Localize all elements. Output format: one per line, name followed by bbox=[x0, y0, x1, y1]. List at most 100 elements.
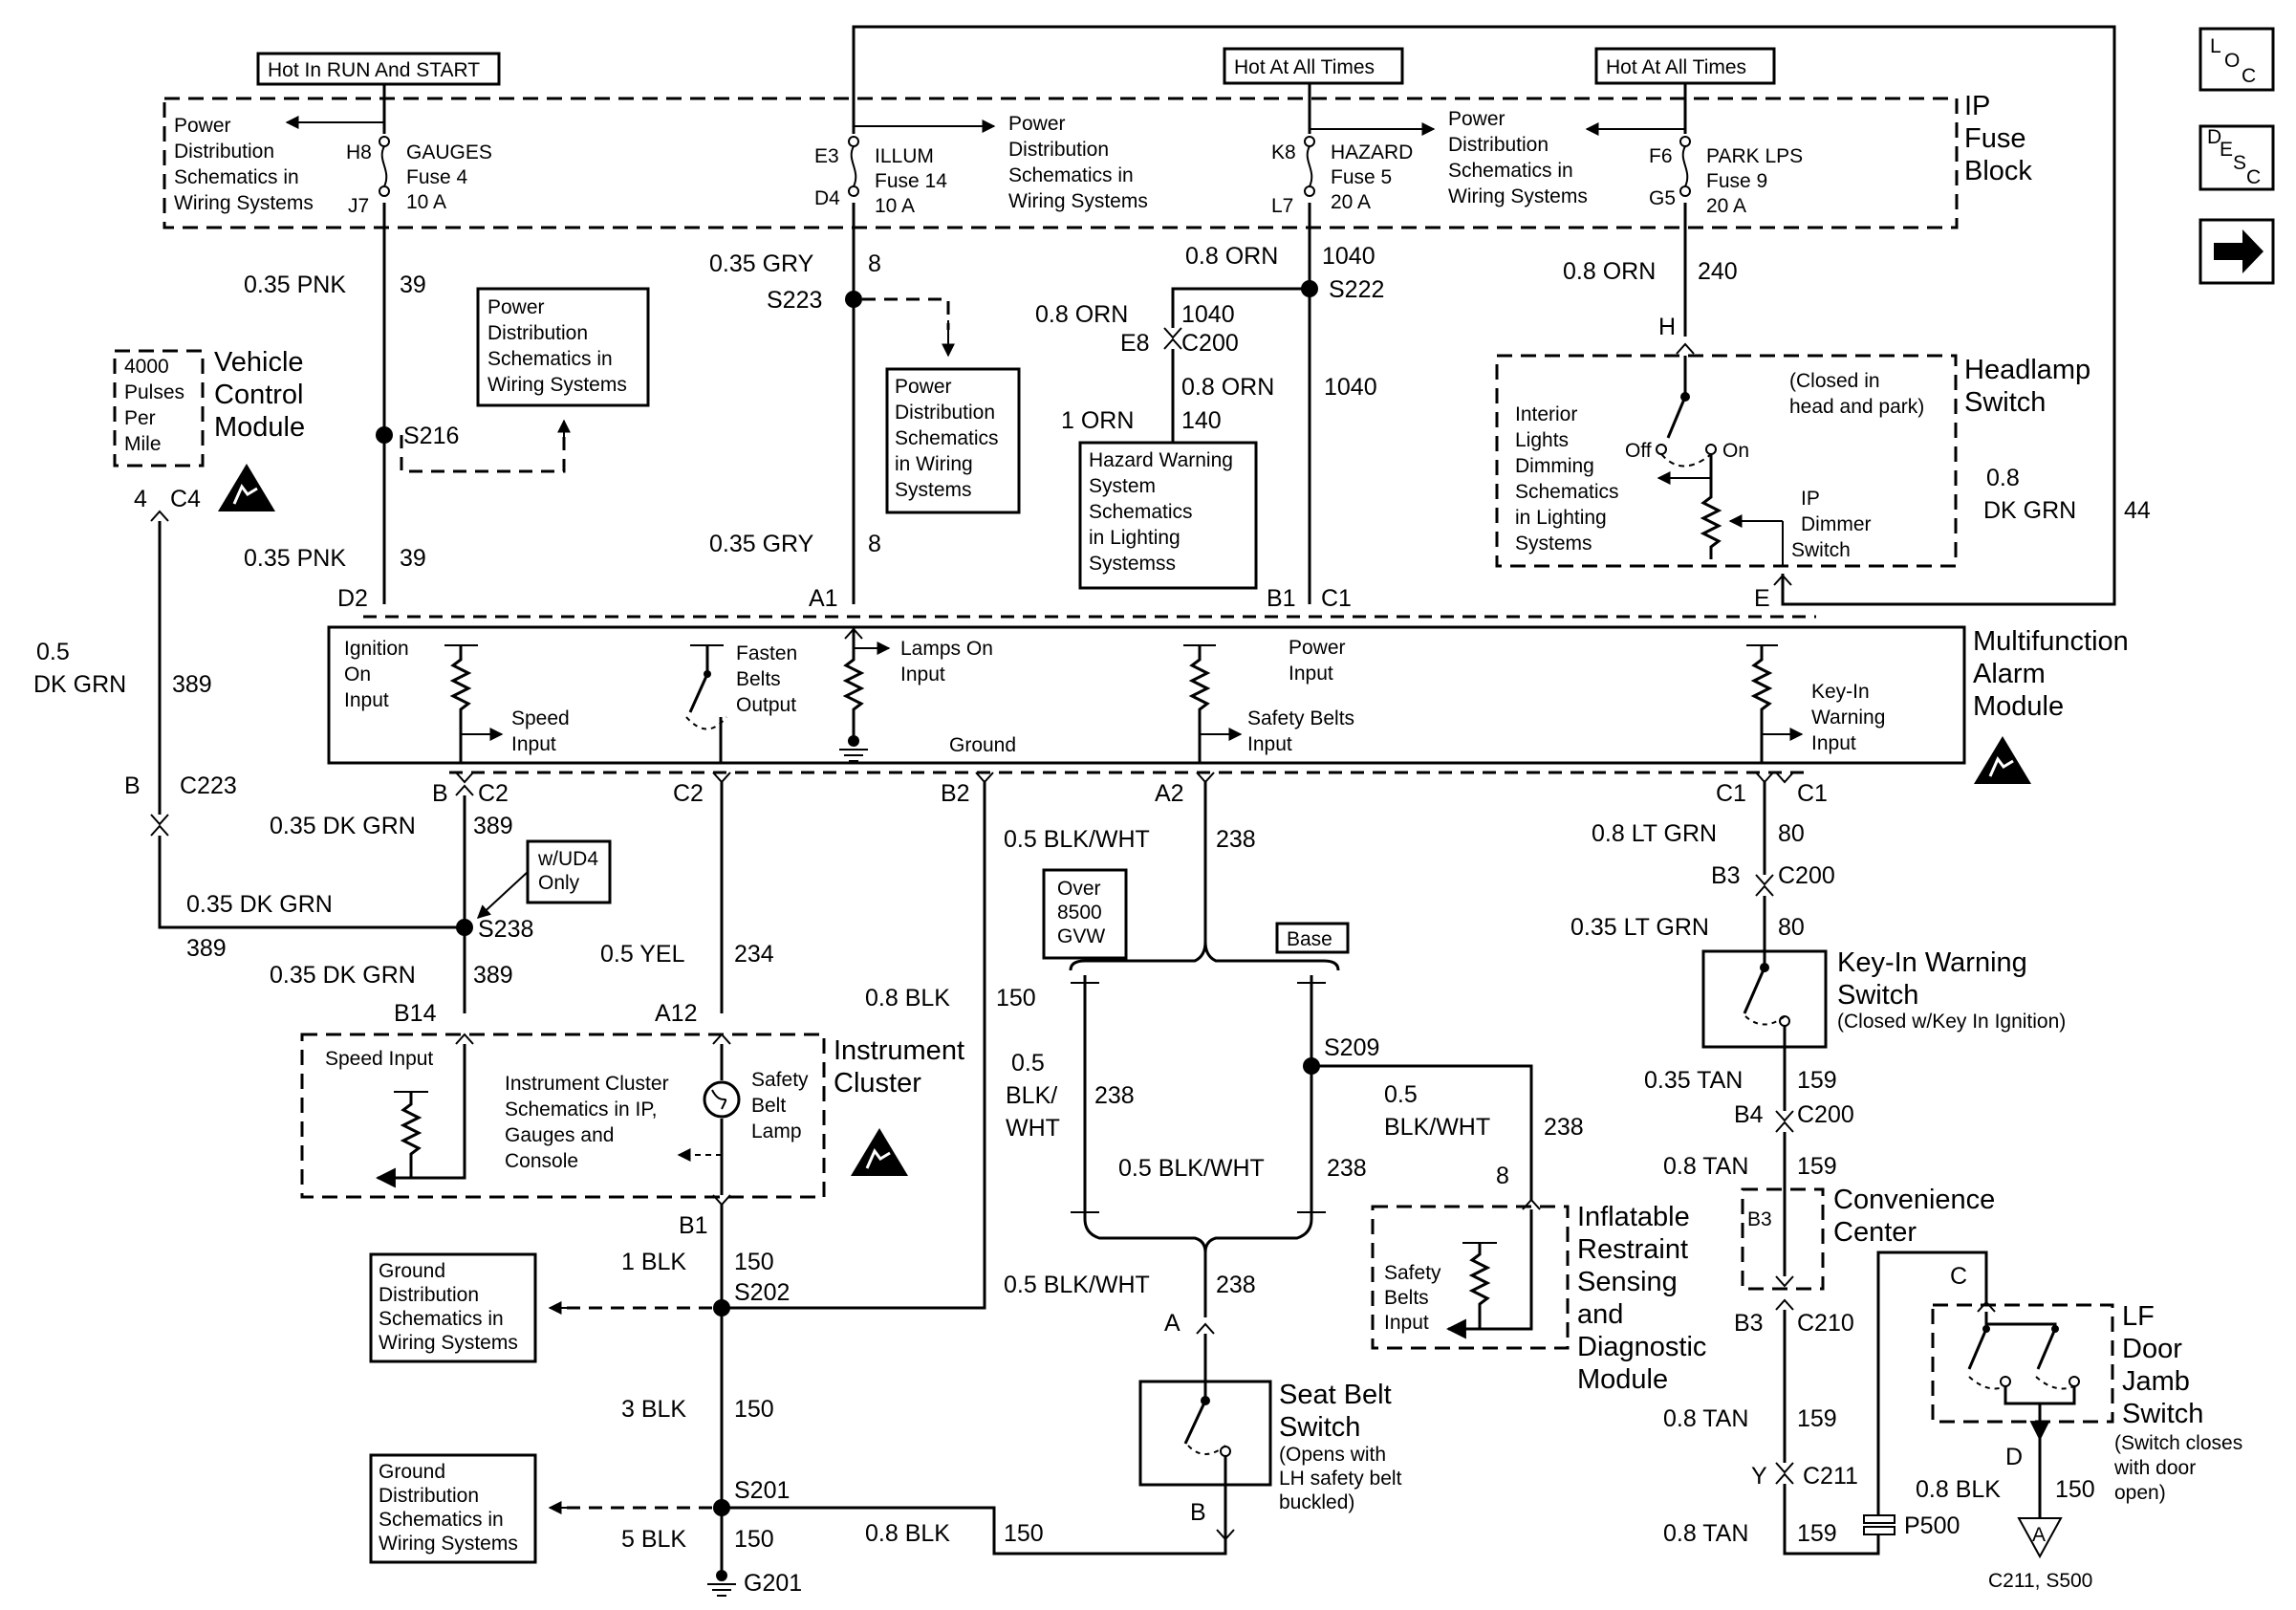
connector-c200-top: C200 bbox=[1181, 330, 1239, 357]
svg-text:S: S bbox=[2233, 152, 2246, 174]
wire-140-size: 1 ORN bbox=[1061, 407, 1134, 434]
connector-c211-symbol bbox=[1775, 1462, 1794, 1474]
speed-input-label: Speed Input bbox=[511, 707, 570, 755]
pd-ref-box-s223-text: Power Distribution Schematics in Wiring … bbox=[895, 376, 999, 501]
svg-text:Module: Module bbox=[1577, 1364, 1668, 1395]
convenience-center-arrow bbox=[1775, 1275, 1794, 1288]
svg-text:GVW: GVW bbox=[1057, 925, 1105, 947]
vcm-pulses-label: 4000 Pulses Per Mile bbox=[124, 356, 184, 455]
svg-text:and: and bbox=[1577, 1299, 1623, 1330]
connector-c200-top-symbol bbox=[1163, 327, 1182, 339]
wire-8-ckt-bottom: 8 bbox=[868, 531, 881, 557]
splice-s238 bbox=[456, 919, 473, 936]
svg-text:0.5: 0.5 bbox=[36, 639, 70, 665]
svg-text:LH safety belt: LH safety belt bbox=[1279, 1468, 1402, 1490]
fuse-park-labels: F6 G5 PARK LPS Fuse 9 20 A bbox=[1649, 145, 1803, 217]
option-bracket-right-top bbox=[1203, 941, 1340, 971]
hot-run-start-box bbox=[256, 52, 501, 86]
splice-s201-label: S201 bbox=[734, 1477, 790, 1504]
svg-text:E: E bbox=[2220, 139, 2233, 161]
hot-run-start-label: Hot In RUN And START bbox=[268, 59, 480, 81]
convenience-center-outline bbox=[1741, 1187, 1825, 1291]
svg-text:Belts: Belts bbox=[736, 668, 781, 690]
ip-dimmer-label: IP Dimmer Switch bbox=[1791, 488, 1872, 561]
wire-1040-size-lower: 0.8 ORN bbox=[1181, 374, 1274, 401]
connector-c200-b4-symbol bbox=[1775, 1110, 1794, 1122]
svg-text:Seat Belt: Seat Belt bbox=[1279, 1380, 1392, 1410]
wire-238-size-sb: 0.5 BLK/WHT bbox=[1004, 1272, 1150, 1298]
svg-text:Restraint: Restraint bbox=[1577, 1234, 1688, 1265]
seat-belt-switch-label: Seat Belt Switch bbox=[1279, 1380, 1392, 1443]
splice-s238-label: S238 bbox=[478, 916, 533, 943]
connector-8: 8 bbox=[1496, 1163, 1509, 1189]
wire-80-size-b: 0.35 LT GRN bbox=[1570, 914, 1709, 941]
svg-text:Switch: Switch bbox=[1837, 980, 1918, 1011]
lf-door-jamb-switch-note: (Switch closes with door open) bbox=[2113, 1432, 2242, 1504]
svg-text:10 A: 10 A bbox=[875, 195, 915, 217]
instrument-cluster-label: Instrument Cluster bbox=[834, 1035, 964, 1099]
power-input-label: Power Input bbox=[1289, 637, 1346, 685]
splice-s223 bbox=[845, 291, 862, 308]
connector-b3: B3 bbox=[1711, 862, 1741, 889]
key-in-warning-switch-label: Key-In Warning Switch bbox=[1837, 947, 2027, 1011]
wire-389-ckt-s238: 389 bbox=[186, 935, 227, 962]
svg-text:Power: Power bbox=[487, 296, 545, 318]
connector-c210-symbol bbox=[1775, 1298, 1794, 1311]
svg-text:4000: 4000 bbox=[124, 356, 169, 378]
connector-b3-c210: B3 bbox=[1734, 1310, 1764, 1337]
svg-text:Fasten: Fasten bbox=[736, 642, 797, 664]
loc-button[interactable]: L O C bbox=[2199, 27, 2275, 92]
svg-text:44: 44 bbox=[2124, 497, 2151, 524]
svg-text:Fuse: Fuse bbox=[1964, 123, 2025, 154]
svg-text:Warning: Warning bbox=[1811, 707, 1885, 729]
svg-text:Schematics in: Schematics in bbox=[174, 166, 299, 188]
fuse-gauges bbox=[379, 136, 390, 197]
svg-text:w/UD4: w/UD4 bbox=[537, 848, 598, 870]
connector-b14: B14 bbox=[394, 1000, 437, 1027]
interior-lights-ref-text: Interior Lights Dimming Schematics in Li… bbox=[1515, 403, 1619, 555]
svg-text:BLK/WHT: BLK/WHT bbox=[1384, 1114, 1490, 1141]
ground-g201-label: G201 bbox=[744, 1570, 802, 1597]
svg-text:Convenience: Convenience bbox=[1833, 1185, 1995, 1215]
cluster-speed-path bbox=[375, 1044, 466, 1188]
svg-text:Gauges and: Gauges and bbox=[505, 1124, 614, 1146]
next-button[interactable] bbox=[2199, 218, 2275, 285]
lamps-on-input-label: Lamps On Input bbox=[900, 638, 993, 685]
svg-text:Center: Center bbox=[1833, 1217, 1917, 1248]
svg-text:Headlamp: Headlamp bbox=[1964, 355, 2090, 385]
safety-belts-input-label: Safety Belts Input bbox=[1247, 707, 1354, 755]
svg-text:DK GRN: DK GRN bbox=[1983, 497, 2076, 524]
hot-all-times-box-1 bbox=[1223, 47, 1404, 85]
svg-text:Wiring Systems: Wiring Systems bbox=[379, 1533, 518, 1555]
connector-c223-symbol-b bbox=[150, 824, 169, 837]
connector-a12-symbol bbox=[712, 1033, 731, 1045]
connector-4: 4 bbox=[134, 486, 147, 512]
desc-button[interactable]: D E S C bbox=[2199, 124, 2275, 191]
wire-159-ckt-b: 159 bbox=[1797, 1153, 1837, 1180]
wire-389-vcm-labels: 0.5 DK GRN 389 bbox=[33, 639, 212, 698]
svg-text:in Lighting: in Lighting bbox=[1515, 507, 1607, 529]
wire-238-left-labels: 0.5 BLK/ WHT 238 bbox=[1006, 1050, 1135, 1142]
seat-belt-switch-note: (Opens with LH safety belt buckled) bbox=[1279, 1444, 1402, 1513]
connector-a2: A2 bbox=[1155, 780, 1184, 807]
connector-h-symbol bbox=[1676, 342, 1695, 355]
safety-belts-input-resistor bbox=[1188, 645, 1211, 763]
connector-h: H bbox=[1658, 314, 1676, 340]
door-switch-contact-2 bbox=[2069, 1376, 2080, 1387]
svg-text:Over: Over bbox=[1057, 878, 1101, 900]
svg-text:Safety: Safety bbox=[1384, 1262, 1441, 1284]
svg-text:Fuse 14: Fuse 14 bbox=[875, 170, 947, 192]
connector-b-c223: B bbox=[124, 772, 141, 799]
connector-c4: C4 bbox=[170, 486, 201, 512]
svg-text:Inflatable: Inflatable bbox=[1577, 1202, 1690, 1232]
svg-text:20 A: 20 A bbox=[1331, 191, 1371, 213]
svg-text:G5: G5 bbox=[1649, 187, 1676, 209]
wire-8-size-bottom: 0.35 GRY bbox=[709, 531, 814, 557]
svg-text:buckled): buckled) bbox=[1279, 1491, 1354, 1513]
connector-e-symbol bbox=[1773, 574, 1792, 586]
svg-text:Schematics in IP,: Schematics in IP, bbox=[505, 1099, 658, 1120]
connector-c2-a: C2 bbox=[478, 780, 509, 807]
splice-s202-label: S202 bbox=[734, 1279, 790, 1306]
svg-text:238: 238 bbox=[1544, 1114, 1584, 1141]
svg-text:E3: E3 bbox=[814, 145, 839, 167]
